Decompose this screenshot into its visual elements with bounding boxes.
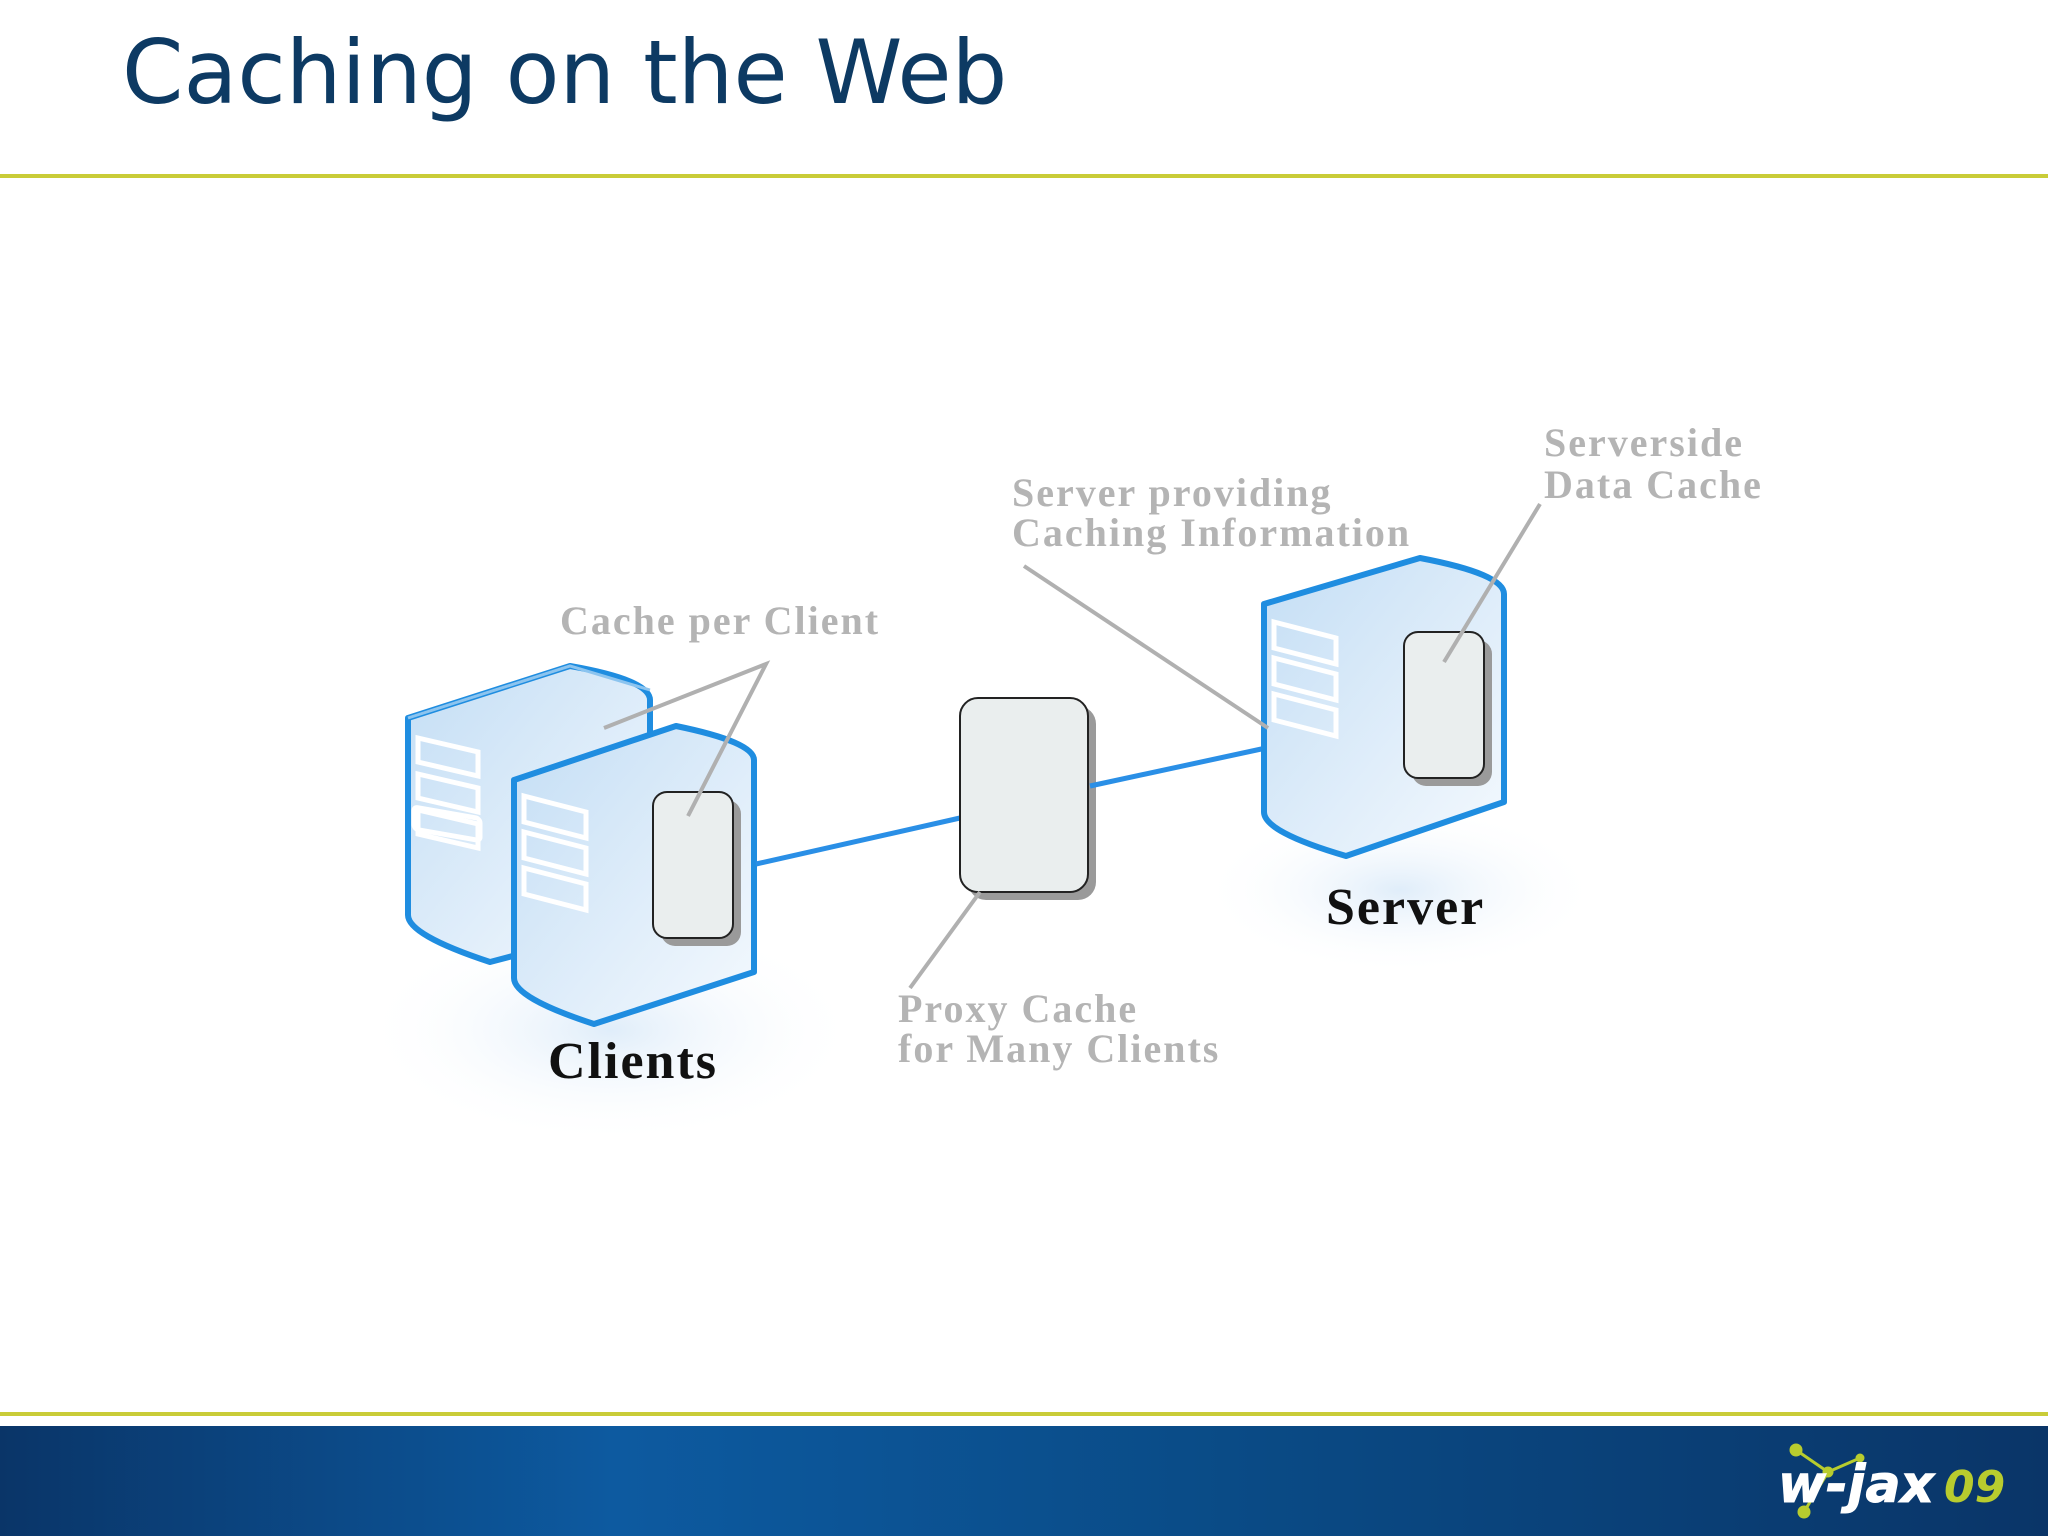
wjax-logo: w-jax 09 (1778, 1443, 2005, 1519)
callout-serverside-line1: Serverside (1544, 420, 1744, 465)
client-cache-box (652, 791, 741, 946)
logo-main-text: w-jax (1778, 1455, 1936, 1515)
clients-label: Clients (548, 1033, 718, 1090)
callout-serverside-line2: Data Cache (1544, 462, 1763, 507)
leader-lines (603, 502, 1542, 990)
logo-network-icon (1789, 1443, 1865, 1519)
footer-bar: w-jax 09 (0, 1426, 2048, 1536)
footer-divider (0, 1412, 2048, 1416)
callout-proxy-line2: for Many Clients (898, 1026, 1220, 1071)
callout-server-providing-line2: Caching Information (1012, 510, 1411, 555)
caching-diagram: Cache per Client Server providing Cachin… (360, 420, 1763, 1145)
logo-year-text: 09 (1944, 1462, 2005, 1513)
slide-title: Caching on the Web (122, 21, 1008, 124)
leader-serverside-cache (1442, 502, 1542, 664)
header-divider (0, 174, 2048, 178)
server-glow (1200, 805, 1600, 975)
callout-server-providing-line1: Server providing (1012, 470, 1333, 515)
callout-cache-per-client: Cache per Client (560, 598, 880, 643)
leader-cache-per-client (603, 660, 771, 817)
leader-server-providing (1022, 564, 1270, 730)
client-server-back-slots (415, 734, 481, 852)
connector-client-proxy (755, 815, 961, 867)
proxy-cache-box (959, 697, 1096, 900)
server-cache-box (1403, 631, 1492, 786)
connector-proxy-server (1089, 745, 1267, 789)
leader-proxy-cache (908, 890, 982, 990)
callout-proxy-line1: Proxy Cache (898, 986, 1138, 1031)
server-label: Server (1326, 879, 1485, 936)
